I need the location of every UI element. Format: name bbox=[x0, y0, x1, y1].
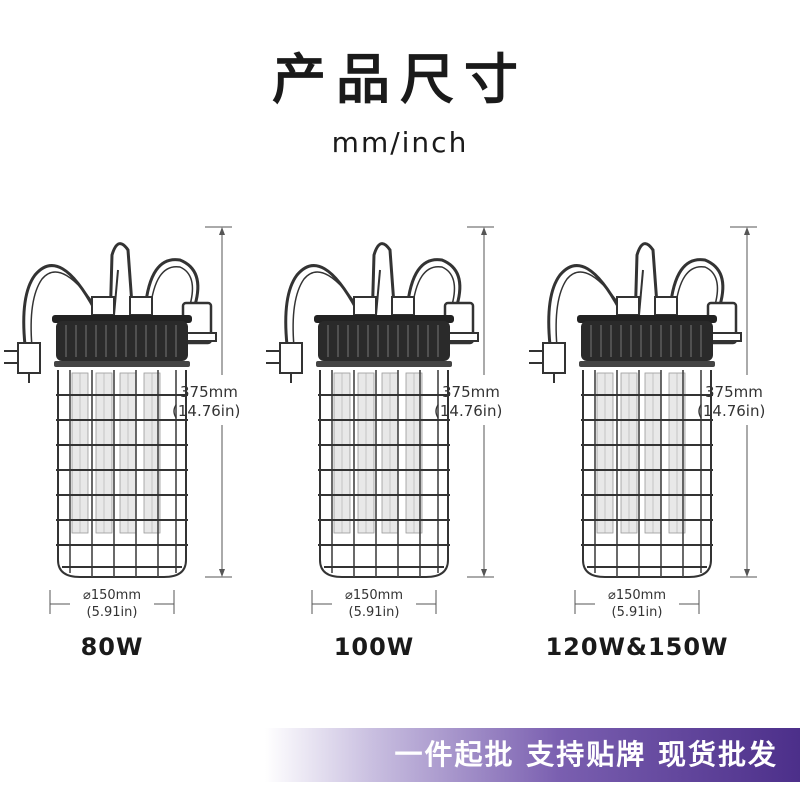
lamp-100w-drawing: 375mm (14.76in) bbox=[262, 215, 532, 590]
page-subtitle: mm/inch bbox=[331, 126, 469, 159]
height-mm-label: 375mm bbox=[705, 383, 763, 401]
diameter-in-label: (5.91in) bbox=[86, 605, 138, 620]
diameter-in-label: (5.91in) bbox=[611, 605, 663, 620]
promo-banner-text: 一件起批 支持贴牌 现货批发 bbox=[394, 738, 778, 771]
lamp-120w-150w-drawing: 375mm (14.76in) bbox=[525, 215, 795, 590]
watt-label-120w-150w: 120W&150W bbox=[545, 633, 729, 661]
diameter-dimension-100w: ⌀150mm (5.91in) bbox=[294, 588, 454, 628]
diameter-in-label: (5.91in) bbox=[348, 605, 400, 620]
diameter-dimension-80w: ⌀150mm (5.91in) bbox=[32, 588, 192, 628]
height-mm-label: 375mm bbox=[180, 383, 238, 401]
height-in-label: (14.76in) bbox=[434, 402, 503, 420]
promo-banner: 一件起批 支持贴牌 现货批发 bbox=[265, 728, 800, 782]
diameter-mm-label: ⌀150mm bbox=[345, 588, 403, 603]
page-title: 产品尺寸 bbox=[272, 48, 528, 111]
height-in-label: (14.76in) bbox=[697, 402, 766, 420]
diameter-mm-label: ⌀150mm bbox=[608, 588, 666, 603]
diameter-dimension-120w-150w: ⌀150mm (5.91in) bbox=[557, 588, 717, 628]
watt-label-100w: 100W bbox=[333, 633, 415, 661]
watt-label-80w: 80W bbox=[80, 633, 144, 661]
diameter-mm-label: ⌀150mm bbox=[83, 588, 141, 603]
height-in-label: (14.76in) bbox=[172, 402, 241, 420]
lamp-80w-drawing: 375mm (14.76in) bbox=[0, 215, 270, 590]
height-mm-label: 375mm bbox=[442, 383, 500, 401]
